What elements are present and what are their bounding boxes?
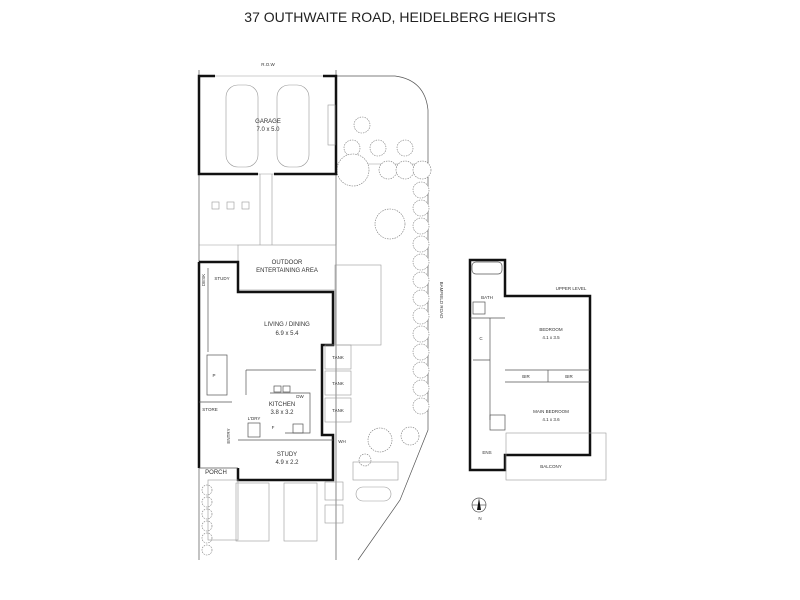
pantry-label: P (212, 373, 215, 378)
main-bedroom-name: MAIN BEDROOM (533, 409, 569, 414)
tree-icon (412, 325, 430, 343)
main-bedroom-size: 4.1 x 3.6 (542, 417, 560, 422)
fridge-label: F (272, 425, 275, 430)
tree-icon (358, 453, 372, 467)
bedroom-name: BEDROOM (539, 327, 563, 332)
tree-icon (201, 520, 213, 532)
balcony-label: BALCONY (540, 464, 562, 469)
tree-icon (412, 379, 430, 397)
laundry-label: L'DRY (248, 416, 261, 421)
site-boundary (198, 70, 429, 561)
water-heater-label: WH (338, 439, 346, 444)
bedroom-size: 4.1 x 3.5 (542, 335, 560, 340)
tree-icon (412, 160, 432, 180)
tree-icon (201, 496, 213, 508)
tank-label: TANK (332, 381, 344, 386)
tank-label: TANK (332, 355, 344, 360)
row-label: R.O.W (261, 62, 275, 67)
tree-icon (374, 208, 406, 240)
tree-icon (201, 508, 213, 520)
dishwasher-label: DW (296, 394, 304, 399)
upper-level-label: UPPER LEVEL (556, 286, 587, 291)
kitchen-name: KITCHEN (269, 402, 295, 408)
garage (197, 74, 338, 245)
kitchen-size: 3.8 x 3.2 (270, 410, 294, 416)
tree-icon (353, 116, 371, 134)
entry-label: ENTRY (226, 428, 231, 443)
north-arrow-icon (471, 497, 487, 513)
north-label: N (478, 516, 481, 521)
tree-icon (412, 307, 430, 325)
tree-icon (201, 544, 213, 556)
living-size: 6.9 x 5.4 (275, 331, 299, 337)
upper-floor (468, 258, 607, 481)
study-name: STUDY (277, 452, 297, 458)
bir-label: BIR (565, 374, 573, 379)
tree-icon (412, 289, 430, 307)
plan-title: 37 OUTHWAITE ROAD, HEIDELBERG HEIGHTS (244, 9, 555, 25)
garage-size: 7.0 x 5.0 (256, 127, 280, 133)
desk-label: DESK (201, 274, 206, 286)
garage-name: GARAGE (255, 119, 281, 125)
outdoor-line2: ENTERTAINING AREA (256, 268, 318, 274)
tree-icon (412, 271, 430, 289)
trees (201, 116, 432, 556)
bir-label: BIR (522, 374, 530, 379)
tree-icon (201, 484, 213, 496)
study-size: 4.9 x 2.2 (275, 460, 299, 466)
tree-icon (412, 397, 430, 415)
bath-label: BATH (481, 295, 493, 300)
tree-icon (336, 153, 370, 187)
ensuite-label: ENS (482, 450, 491, 455)
store-label: STORE (202, 407, 217, 412)
tree-icon (412, 343, 430, 361)
tree-icon (412, 181, 430, 199)
tree-icon (400, 426, 420, 446)
tree-icon (412, 361, 430, 379)
tree-icon (412, 235, 430, 253)
tree-icon (396, 139, 414, 157)
study-small-label: STUDY (214, 276, 229, 281)
living-name: LIVING / DINING (264, 322, 310, 328)
porch-label: PORCH (205, 470, 227, 476)
tree-icon (378, 160, 398, 180)
tank-label: TANK (332, 408, 344, 413)
outdoor-line1: OUTDOOR (272, 260, 303, 266)
tree-icon (412, 217, 430, 235)
tree-icon (201, 532, 213, 544)
cupboard-label: C (479, 336, 483, 341)
ground-floor (197, 244, 399, 542)
tree-icon (367, 427, 393, 453)
tree-icon (412, 199, 430, 217)
tree-icon (412, 253, 430, 271)
tree-icon (369, 139, 387, 157)
tree-icon (395, 160, 415, 180)
tree-icon (343, 139, 361, 157)
road-label: BAMFIELD ROAD (439, 282, 444, 320)
